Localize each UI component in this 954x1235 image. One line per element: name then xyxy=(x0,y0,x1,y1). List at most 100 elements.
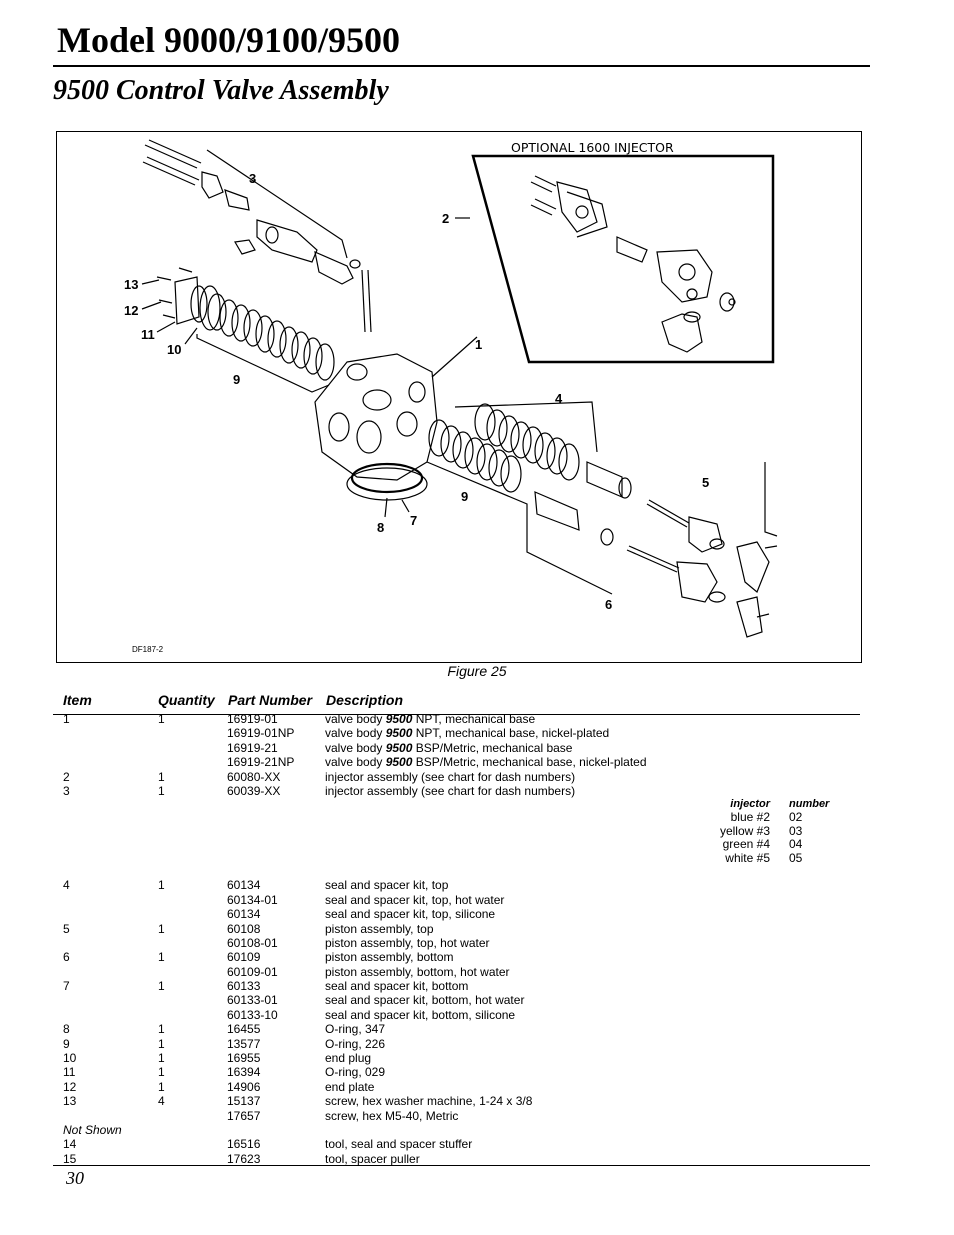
description-cell: piston assembly, top, hot water xyxy=(325,935,490,950)
part-number-cell: 60134 xyxy=(227,907,261,922)
quantity-cell: 1 xyxy=(158,878,165,893)
injector-color: blue #2 xyxy=(730,810,770,825)
callout-8: 8 xyxy=(377,520,384,535)
callout-9-right: 9 xyxy=(461,489,468,504)
not-shown-label: Not Shown xyxy=(63,1122,122,1137)
callout-11: 11 xyxy=(141,327,155,342)
description-cell: seal and spacer kit, top, hot water xyxy=(325,892,505,907)
quantity-cell: 1 xyxy=(158,1079,165,1094)
part-number-cell: 60134 xyxy=(227,878,261,893)
callout-13: 13 xyxy=(124,277,138,292)
item-cell: 13 xyxy=(63,1094,77,1109)
part-number-cell: 60133-10 xyxy=(227,1007,278,1022)
item-cell: 7 xyxy=(63,979,70,994)
description-cell: piston assembly, bottom xyxy=(325,950,454,965)
table-row: 15 17623 tool, spacer puller xyxy=(63,1152,853,1166)
callout-4: 4 xyxy=(555,391,563,406)
item-cell: 8 xyxy=(63,1022,70,1037)
callout-9-left: 9 xyxy=(233,372,240,387)
injector-color: yellow #3 xyxy=(719,823,770,838)
part-number-cell: 13577 xyxy=(227,1036,261,1051)
part-number-cell: 60133-01 xyxy=(227,993,278,1008)
injector-color: green #4 xyxy=(722,837,770,852)
description-text: valve body xyxy=(325,740,386,755)
figure-caption: Figure 25 xyxy=(447,663,507,679)
description-cell: tool, spacer puller xyxy=(325,1151,420,1166)
description-cell: end plug xyxy=(325,1051,372,1066)
description-cell: valve body 9500 BSP/Metric, mechanical b… xyxy=(325,755,647,769)
part-number-cell: 60133 xyxy=(227,979,261,994)
description-cell: O-ring, 029 xyxy=(325,1065,386,1080)
item-cell: 14 xyxy=(63,1137,77,1152)
callout-7: 7 xyxy=(410,513,417,528)
footer-rule xyxy=(53,1165,870,1166)
part-number-cell: 60134-01 xyxy=(227,892,278,907)
description-text: NPT, mechanical base xyxy=(412,712,536,726)
quantity-cell: 1 xyxy=(158,783,165,798)
part-number-cell: 60108 xyxy=(227,921,261,936)
description-text: valve body xyxy=(325,726,386,741)
piston-top-5 xyxy=(586,461,778,593)
description-cell: seal and spacer kit, bottom xyxy=(325,979,469,994)
callout-10: 10 xyxy=(167,342,181,357)
model-number-text: 9500 xyxy=(385,712,413,726)
quantity-cell: 4 xyxy=(158,1094,165,1109)
injector-number: 05 xyxy=(789,850,803,865)
callout-5: 5 xyxy=(702,475,709,490)
model-number-text: 9500 xyxy=(385,726,413,741)
page-number: 30 xyxy=(66,1168,84,1188)
item-cell: 12 xyxy=(63,1079,77,1094)
col-header-description: Description xyxy=(326,692,404,708)
seal-stack-top xyxy=(454,401,598,481)
inset-label: OPTIONAL 1600 INJECTOR xyxy=(511,140,674,155)
description-text: NPT, mechanical base, nickel-plated xyxy=(412,726,610,741)
quantity-cell: 1 xyxy=(158,1051,165,1066)
title-rule xyxy=(53,65,870,67)
item-cell: 15 xyxy=(63,1151,77,1166)
part-number-cell: 14906 xyxy=(227,1079,261,1094)
injector-chart-row: white #5 05 xyxy=(700,850,840,865)
page-title: Model 9000/9100/9500 xyxy=(57,20,400,60)
description-cell: end plate xyxy=(325,1079,375,1094)
item-cell: 3 xyxy=(63,783,70,798)
valve-body-1 xyxy=(314,336,478,481)
quantity-cell: 1 xyxy=(158,712,165,726)
part-number-cell: 60108-01 xyxy=(227,935,278,950)
part-number-cell: 60080-XX xyxy=(227,769,281,784)
description-cell: valve body 9500 BSP/Metric, mechanical b… xyxy=(325,741,572,755)
table-row: 7 1 60133 seal and spacer kit, bottom xyxy=(63,979,853,993)
quantity-cell: 1 xyxy=(158,769,165,784)
table-row: 60108-01 piston assembly, top, hot water xyxy=(63,936,853,950)
part-number-cell: 16516 xyxy=(227,1137,261,1152)
part-number-cell: 17623 xyxy=(227,1151,261,1166)
injector-col-header: injector xyxy=(730,798,770,810)
piston-bottom-6 xyxy=(526,491,770,638)
description-cell: O-ring, 226 xyxy=(325,1036,386,1051)
description-text: injector assembly (see chart for dash nu… xyxy=(325,769,576,784)
item-cell: 11 xyxy=(63,1065,76,1080)
part-number-cell: 16394 xyxy=(227,1065,261,1080)
quantity-cell: 1 xyxy=(158,979,165,994)
part-number-cell: 16919-01NP xyxy=(227,726,295,741)
description-cell: injector assembly (see chart for dash nu… xyxy=(325,770,575,784)
injector-inset-frame xyxy=(471,154,775,364)
injector-color: white #5 xyxy=(725,850,770,865)
quantity-cell: 1 xyxy=(158,1036,165,1051)
description-cell: screw, hex M5-40, Metric xyxy=(325,1108,459,1123)
injector-assembly-3 xyxy=(142,139,372,333)
callout-2: 2 xyxy=(442,211,449,226)
item-cell: 9 xyxy=(63,1036,70,1051)
part-number-cell: 16455 xyxy=(227,1022,261,1037)
